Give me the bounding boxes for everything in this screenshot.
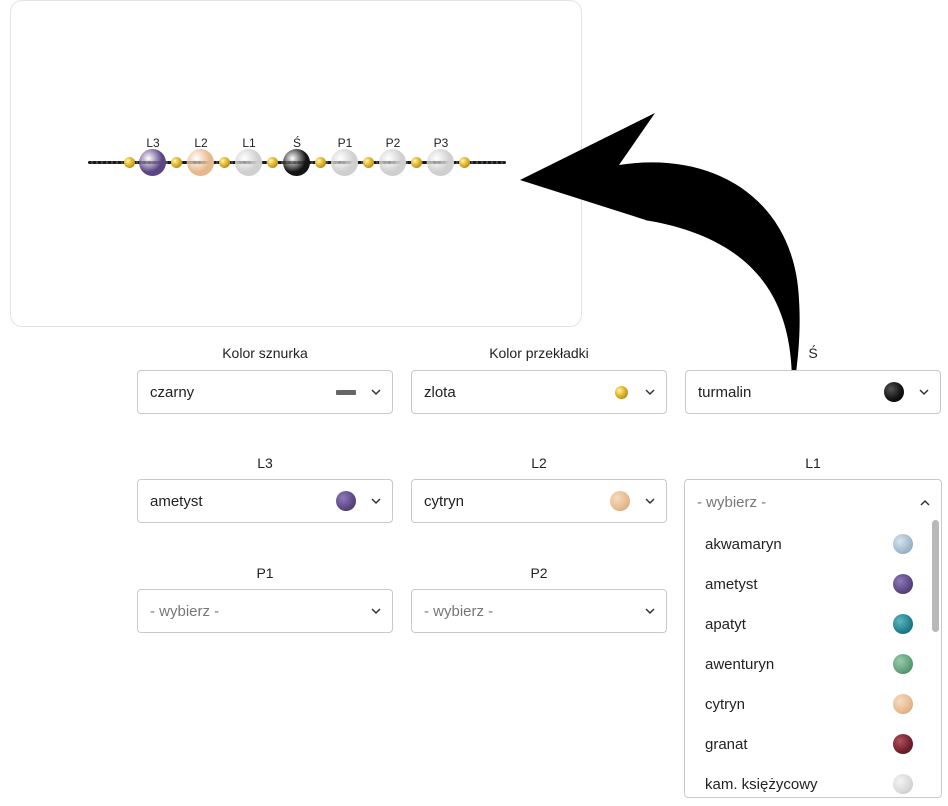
chevron-down-icon [370, 605, 382, 617]
l1-select-open[interactable]: - wybierz - akwamaryn ametyst apatyt awe… [684, 479, 942, 798]
kam-ksiezycowy-swatch [893, 774, 913, 794]
granat-swatch [893, 734, 913, 754]
l2-label: L2 [531, 455, 547, 471]
select-value: ametyst [150, 492, 203, 510]
chevron-down-icon [644, 605, 656, 617]
l2-swatch [610, 491, 630, 511]
select-value: turmalin [698, 383, 752, 401]
spacer-swatch [615, 385, 628, 399]
cord-color-select[interactable]: czarny [137, 370, 393, 414]
akwamaryn-swatch [893, 534, 913, 554]
select-value: zlota [424, 383, 456, 401]
apatyt-swatch [893, 614, 913, 634]
dropdown-scrollbar[interactable] [932, 520, 939, 632]
awenturyn-swatch [893, 654, 913, 674]
chevron-down-icon [644, 495, 656, 507]
bead-p3 [427, 149, 454, 176]
option-label: apatyt [705, 615, 746, 633]
cord-swatch [336, 389, 356, 395]
option-label: awenturyn [705, 655, 775, 673]
spacer-color-label: Kolor przekładki [489, 345, 589, 361]
bead-label-center: Ś [292, 136, 301, 150]
spacer-color-select[interactable]: zlota [411, 370, 667, 414]
spacer-bead [219, 157, 230, 168]
l1-label: L1 [805, 455, 821, 471]
bead-label-l2: L2 [194, 136, 208, 150]
spacer-bead [315, 157, 326, 168]
bead-l1 [235, 149, 262, 176]
select-placeholder: - wybierz - [697, 493, 767, 511]
option-label: granat [705, 735, 748, 753]
bead-center [283, 149, 310, 176]
select-value: czarny [150, 383, 195, 401]
l3-swatch [336, 491, 356, 511]
ametyst-swatch [893, 574, 913, 594]
option-label: akwamaryn [705, 535, 782, 553]
center-bead-label: Ś [808, 345, 818, 361]
option-awenturyn[interactable]: awenturyn [685, 644, 941, 684]
option-cytryn[interactable]: cytryn [685, 684, 941, 724]
l2-select[interactable]: cytryn [411, 479, 667, 523]
p1-label: P1 [256, 565, 274, 581]
option-label: kam. księżycowy [705, 775, 818, 793]
chevron-down-icon [644, 386, 656, 398]
bead-label-p2: P2 [385, 136, 401, 150]
chevron-down-icon [370, 495, 382, 507]
select-value: cytryn [424, 492, 465, 510]
bead-label-p1: P1 [337, 136, 353, 150]
curved-arrow-icon [520, 113, 800, 380]
option-label: cytryn [705, 695, 746, 713]
chevron-down-icon [370, 386, 382, 398]
spacer-bead [124, 157, 135, 168]
cord-color-label: Kolor sznurka [222, 345, 308, 361]
chevron-up-icon [919, 496, 931, 508]
p1-select[interactable]: - wybierz - [137, 589, 393, 633]
bead-l3 [139, 149, 166, 176]
chevron-down-icon [918, 386, 930, 398]
l3-select[interactable]: ametyst [137, 479, 393, 523]
select-placeholder: - wybierz - [150, 602, 220, 620]
spacer-bead [459, 157, 470, 168]
bead-l2 [187, 149, 214, 176]
l1-select-head[interactable]: - wybierz - [685, 480, 941, 524]
l3-label: L3 [257, 455, 273, 471]
center-bead-select[interactable]: turmalin [685, 370, 941, 414]
option-kam-ksiezycowy[interactable]: kam. księżycowy [685, 764, 941, 797]
spacer-bead [363, 157, 374, 168]
select-placeholder: - wybierz - [424, 602, 494, 620]
spacer-bead [267, 157, 278, 168]
option-akwamaryn[interactable]: akwamaryn [685, 524, 941, 564]
center-swatch [884, 382, 904, 402]
bead-p1 [331, 149, 358, 176]
bead-label-p3: P3 [433, 136, 449, 150]
cytryn-swatch [893, 694, 913, 714]
p2-label: P2 [530, 565, 548, 581]
option-apatyt[interactable]: apatyt [685, 604, 941, 644]
bead-label-l3: L3 [146, 136, 160, 150]
option-label: ametyst [705, 575, 758, 593]
bead-p2 [379, 149, 406, 176]
option-ametyst[interactable]: ametyst [685, 564, 941, 604]
spacer-bead [411, 157, 422, 168]
p2-select[interactable]: - wybierz - [411, 589, 667, 633]
bead-label-l1: L1 [242, 136, 256, 150]
option-granat[interactable]: granat [685, 724, 941, 764]
spacer-bead [171, 157, 182, 168]
